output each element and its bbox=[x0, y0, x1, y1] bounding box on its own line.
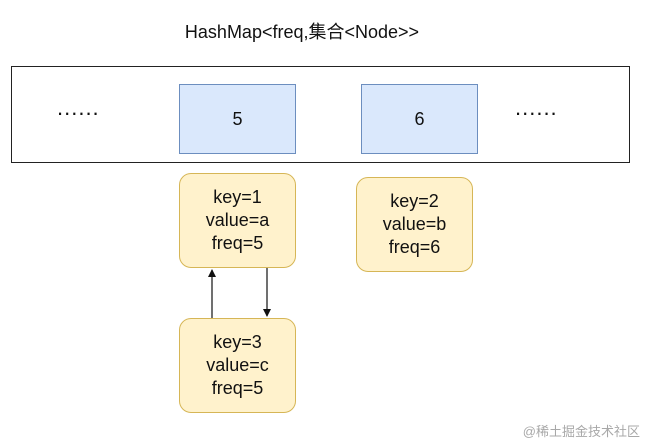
node-key-1: key=1 value=a freq=5 bbox=[179, 173, 296, 268]
node-key: key=1 bbox=[213, 187, 262, 207]
node-key: key=2 bbox=[390, 191, 439, 211]
node-freq: freq=6 bbox=[388, 237, 441, 257]
node-freq: freq=5 bbox=[211, 378, 264, 398]
node-freq: freq=5 bbox=[211, 233, 264, 253]
bucket-freq-6: 6 bbox=[361, 84, 478, 154]
hashmap-container bbox=[11, 66, 630, 163]
node-value: value=a bbox=[205, 210, 270, 230]
ellipsis-right: ...... bbox=[515, 95, 558, 120]
node-key-3: key=3 value=c freq=5 bbox=[179, 318, 296, 413]
bucket-freq-5: 5 bbox=[179, 84, 296, 154]
ellipsis-left: ...... bbox=[57, 95, 100, 120]
node-key: key=3 bbox=[213, 332, 262, 352]
node-value: value=b bbox=[382, 214, 447, 234]
watermark: @稀土掘金技术社区 bbox=[522, 424, 640, 439]
diagram-title: HashMap<freq,集合<Node>> bbox=[184, 22, 420, 42]
node-key-2: key=2 value=b freq=6 bbox=[356, 177, 473, 272]
node-value: value=c bbox=[206, 355, 269, 375]
